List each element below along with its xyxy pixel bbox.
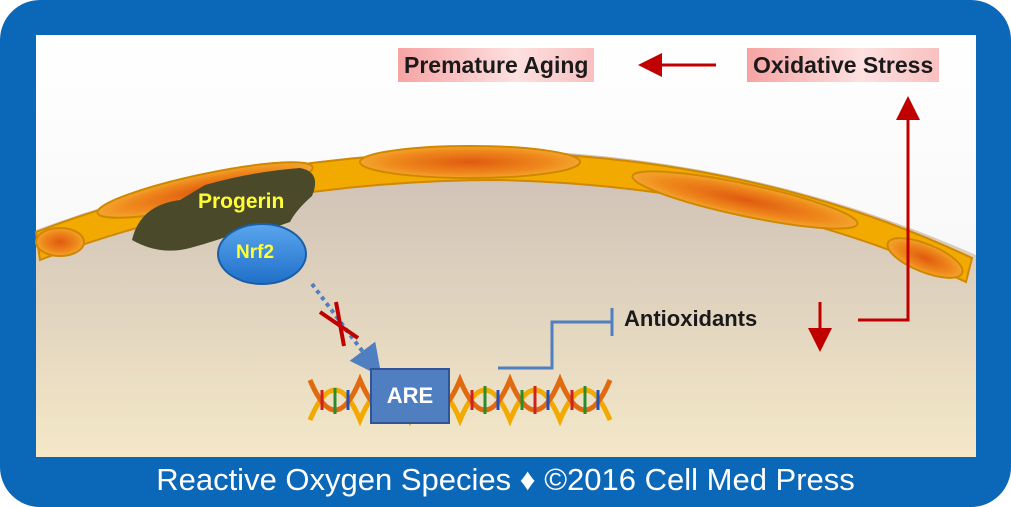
nrf2-label: Nrf2	[236, 242, 275, 263]
premature-aging-label: Premature Aging	[398, 48, 595, 82]
oxidative-stress-label: Oxidative Stress	[747, 48, 940, 82]
dna-helix-icon	[307, 373, 613, 427]
progerin-shape	[132, 168, 316, 251]
nrf2-shape	[217, 223, 307, 285]
are-box: ARE	[370, 368, 450, 424]
footer-caption: Reactive Oxygen Species ♦ ©2016 Cell Med…	[156, 462, 855, 497]
antioxidants-label: Antioxidants	[624, 306, 758, 331]
expression-inhibition-line	[498, 320, 612, 370]
are-label: ARE	[386, 383, 434, 408]
progerin-label: Progerin	[198, 190, 285, 213]
blocked-cross-icon	[318, 301, 360, 347]
antioxidants-to-stress-arrow	[858, 96, 920, 322]
